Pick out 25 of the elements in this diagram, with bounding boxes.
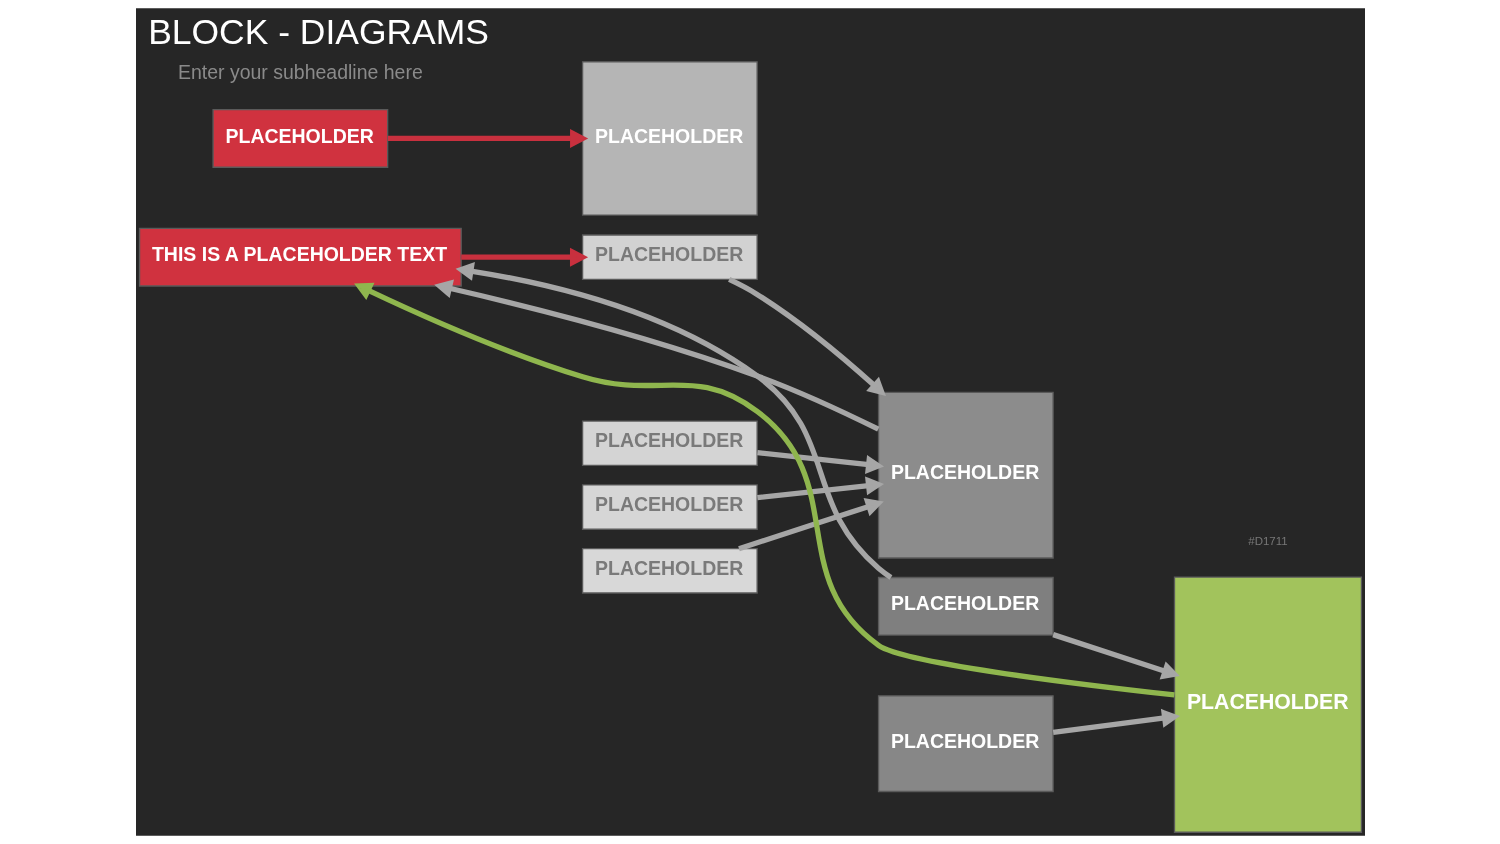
arrow bbox=[1051, 632, 1180, 680]
node-box: PLACEHOLDER bbox=[581, 420, 758, 467]
node-box: PLACEHOLDER bbox=[581, 548, 758, 594]
arrow bbox=[1052, 708, 1180, 736]
node-box: PLACEHOLDER bbox=[877, 576, 1054, 636]
node-box: PLACEHOLDER bbox=[581, 484, 758, 530]
diagram-title: BLOCK - DIAGRAMS bbox=[147, 11, 489, 52]
arrow bbox=[756, 476, 884, 501]
arrow bbox=[737, 498, 884, 552]
node-box: PLACEHOLDER bbox=[877, 391, 1054, 559]
arrow bbox=[727, 277, 886, 397]
node-box: PLACEHOLDER bbox=[877, 695, 1054, 793]
node-box: PLACEHOLDER bbox=[211, 109, 388, 168]
arrow bbox=[455, 262, 892, 580]
arrow bbox=[433, 279, 879, 432]
arrow bbox=[756, 450, 884, 474]
arrow bbox=[387, 128, 588, 148]
label: #D1711 bbox=[1247, 534, 1288, 547]
node-box: THIS IS A PLACEHOLDER TEXT bbox=[138, 227, 462, 287]
arrow bbox=[353, 282, 1175, 698]
arrow bbox=[460, 247, 588, 267]
node-box: PLACEHOLDER bbox=[1173, 576, 1362, 833]
label: Enter your subheadline here bbox=[177, 60, 423, 83]
node-box: PLACEHOLDER bbox=[581, 61, 758, 216]
node-box: PLACEHOLDER bbox=[581, 234, 758, 280]
